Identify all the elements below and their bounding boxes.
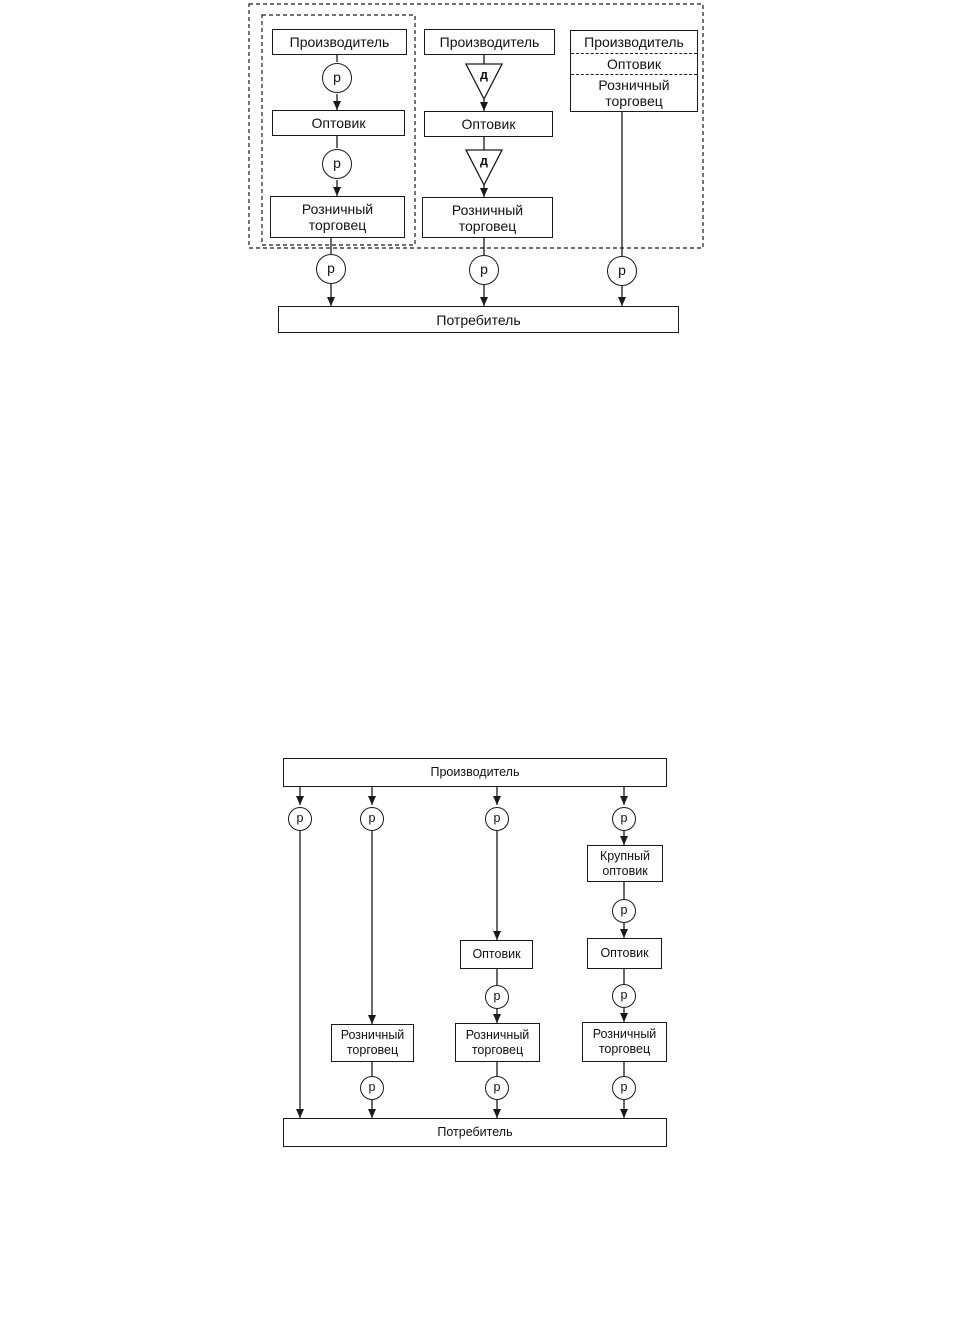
d2-producer-box: Производитель [283, 758, 667, 787]
d2-retailer-label-3a: Розничный [593, 1027, 657, 1042]
d1-circle-r-2: р [322, 149, 352, 179]
d2-consumer-box: Потребитель [283, 1118, 667, 1147]
d1-integrated-retailer-label-a: Розничный [598, 77, 669, 93]
d2-large-wholesaler-label-a: Крупный [600, 849, 650, 864]
d1-circle-r-4: р [469, 255, 499, 285]
d1-retailer-label-2b: торговец [459, 218, 517, 234]
d2-circle-r-1: р [288, 807, 312, 831]
d2-circle-r-3: р [485, 807, 509, 831]
d2-consumer-label: Потребитель [437, 1125, 512, 1140]
d2-retailer-label-1b: торговец [347, 1043, 398, 1058]
d2-circle-r-8: р [360, 1076, 384, 1100]
d1-circle-r-5: р [607, 256, 637, 286]
d1-wholesaler-box-1: Оптовик [272, 110, 405, 136]
d1-circle-r-3: р [316, 254, 346, 284]
d2-wholesaler-box-1: Оптовик [460, 940, 533, 969]
d1-wholesaler-box-2: Оптовик [424, 111, 553, 137]
d1-integrated-retailer-label-b: торговец [605, 93, 663, 109]
d1-wholesaler-label-1: Оптовик [312, 115, 366, 131]
d2-large-wholesaler-box: Крупный оптовик [587, 845, 663, 882]
d2-circle-r-9: р [485, 1076, 509, 1100]
d1-retailer-box-2: Розничный торговец [422, 197, 553, 238]
d1-consumer-label: Потребитель [436, 312, 520, 328]
d1-triangle-label-1: д [474, 68, 494, 82]
d1-integrated-wholesaler-label: Оптовик [607, 56, 661, 72]
d1-producer-label-2: Производитель [440, 34, 540, 50]
d1-consumer-box: Потребитель [278, 306, 679, 333]
d1-triangle-label-2: д [474, 154, 494, 168]
d2-circle-r-6: р [485, 985, 509, 1009]
d2-retailer-box-1: Розничный торговец [331, 1024, 414, 1062]
d2-large-wholesaler-label-b: оптовик [602, 864, 647, 879]
d2-wholesaler-label-2: Оптовик [600, 946, 648, 961]
d1-wholesaler-label-2: Оптовик [462, 116, 516, 132]
d2-circle-r-2: р [360, 807, 384, 831]
d2-retailer-label-3b: торговец [599, 1042, 650, 1057]
d2-circle-r-5: р [612, 899, 636, 923]
d2-producer-label: Производитель [431, 765, 520, 780]
d1-producer-box-2: Производитель [424, 29, 555, 55]
d1-producer-box-1: Производитель [272, 29, 407, 55]
d2-retailer-label-1a: Розничный [341, 1028, 405, 1043]
d2-circle-r-4: р [612, 807, 636, 831]
d2-retailer-box-2: Розничный торговец [455, 1023, 540, 1062]
d2-retailer-box-3: Розничный торговец [582, 1022, 667, 1062]
d2-wholesaler-label-1: Оптовик [472, 947, 520, 962]
d2-retailer-label-2b: торговец [472, 1043, 523, 1058]
d1-integrated-box: Производитель Оптовик Розничный торговец [570, 30, 698, 112]
d1-retailer-label-2a: Розничный [452, 202, 523, 218]
d1-producer-label-1: Производитель [290, 34, 390, 50]
d1-retailer-box-1: Розничный торговец [270, 196, 405, 238]
d2-wholesaler-box-2: Оптовик [587, 938, 662, 969]
d2-circle-r-7: р [612, 984, 636, 1008]
d2-circle-r-10: р [612, 1076, 636, 1100]
d1-integrated-producer-label: Производитель [584, 34, 684, 50]
d1-retailer-label-1b: торговец [309, 217, 367, 233]
d1-retailer-label-1a: Розничный [302, 201, 373, 217]
d1-circle-r-1: р [322, 63, 352, 93]
d2-retailer-label-2a: Розничный [466, 1028, 530, 1043]
